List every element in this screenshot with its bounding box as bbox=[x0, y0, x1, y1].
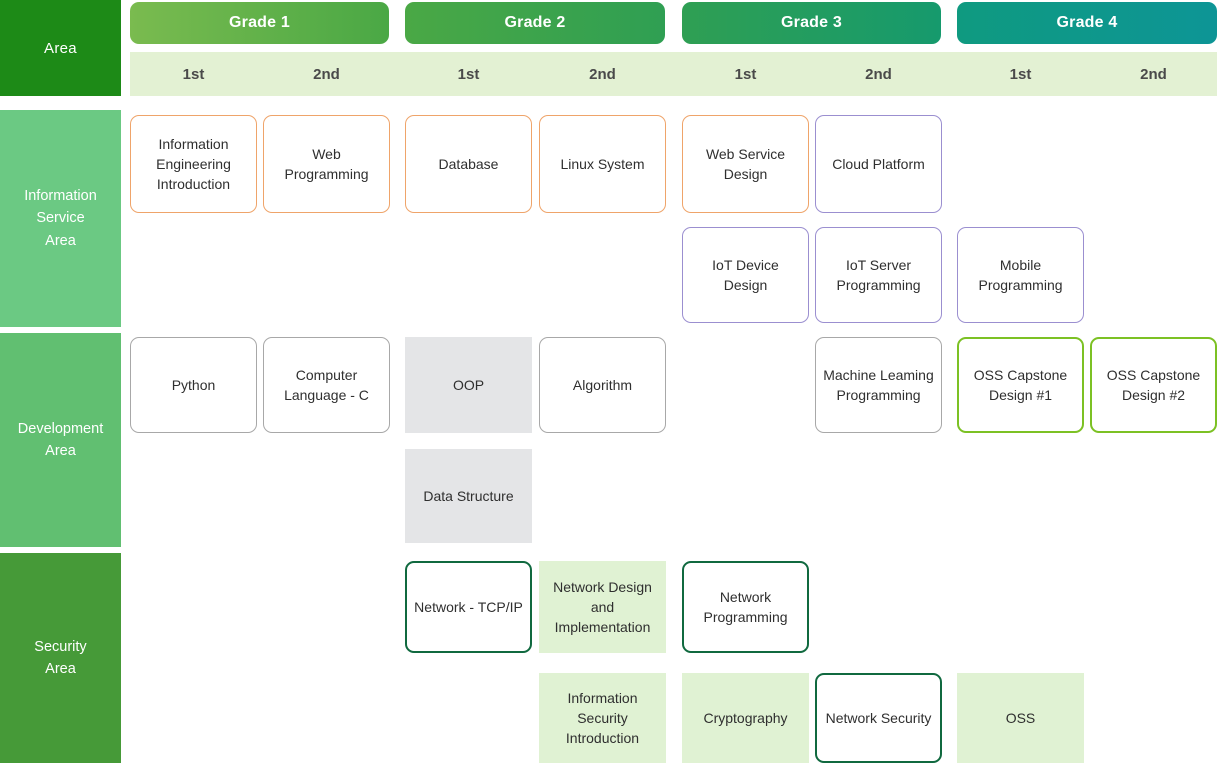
course-card[interactable]: Web Programming bbox=[263, 115, 390, 213]
course-card[interactable]: Network Security bbox=[815, 673, 942, 763]
course-card-label: IoT Server Programming bbox=[836, 256, 921, 293]
course-card[interactable]: OSS Capstone Design #1 bbox=[957, 337, 1084, 433]
course-card-label: Mobile Programming bbox=[978, 256, 1063, 293]
course-card-label: OOP bbox=[452, 376, 485, 393]
course-card[interactable]: OSS Capstone Design #2 bbox=[1090, 337, 1217, 433]
course-card-label: Computer Language - C bbox=[284, 366, 369, 403]
grade-header-1: Grade 1 bbox=[130, 2, 389, 44]
semester-cell-5: 2nd bbox=[865, 65, 892, 83]
grade-header-3: Grade 3 bbox=[682, 2, 941, 44]
course-card-label: Python bbox=[171, 376, 216, 393]
course-card-label: Network - TCP/IP bbox=[414, 598, 523, 615]
course-card[interactable]: Network Programming bbox=[682, 561, 809, 653]
course-card-label: IoT Device Design bbox=[712, 256, 779, 293]
semester-cell-1: 2nd bbox=[313, 65, 340, 83]
course-card[interactable]: Cloud Platform bbox=[815, 115, 942, 213]
area-header-cell: Area bbox=[0, 0, 121, 96]
semester-cell-2: 1st bbox=[457, 65, 480, 83]
semester-cell-0: 1st bbox=[182, 65, 205, 83]
course-card[interactable]: Mobile Programming bbox=[957, 227, 1084, 323]
course-card-label: Algorithm bbox=[572, 376, 633, 393]
course-card-label: OSS Capstone Design #2 bbox=[1106, 366, 1201, 403]
course-card[interactable]: Information Engineering Introduction bbox=[130, 115, 257, 213]
course-card-label: OSS bbox=[1005, 709, 1036, 726]
course-card[interactable]: OOP bbox=[405, 337, 532, 433]
course-card-label: Cryptography bbox=[703, 709, 788, 726]
course-card[interactable]: IoT Device Design bbox=[682, 227, 809, 323]
course-card[interactable]: Information Security Introduction bbox=[539, 673, 666, 763]
course-card-label: Web Programming bbox=[284, 145, 369, 182]
course-card[interactable]: Web Service Design bbox=[682, 115, 809, 213]
course-card-label: Network Design and Implementation bbox=[553, 578, 652, 636]
course-card-label: Network Security bbox=[825, 709, 932, 726]
semester-cell-3: 2nd bbox=[589, 65, 616, 83]
course-card-label: Information Engineering Introduction bbox=[156, 135, 231, 193]
course-card[interactable]: Cryptography bbox=[682, 673, 809, 763]
course-card[interactable]: Network - TCP/IP bbox=[405, 561, 532, 653]
course-card-label: Network Programming bbox=[703, 588, 788, 625]
grade-header-2: Grade 2 bbox=[405, 2, 665, 44]
course-card-label: Data Structure bbox=[423, 487, 514, 504]
course-card-label: Machine Leaming Programming bbox=[823, 366, 934, 403]
course-card-label: Cloud Platform bbox=[832, 155, 925, 172]
course-card[interactable]: Python bbox=[130, 337, 257, 433]
semester-cell-6: 1st bbox=[1009, 65, 1032, 83]
course-card[interactable]: Linux System bbox=[539, 115, 666, 213]
semester-cell-4: 1st bbox=[734, 65, 757, 83]
course-card[interactable]: Machine Leaming Programming bbox=[815, 337, 942, 433]
course-card[interactable]: Network Design and Implementation bbox=[539, 561, 666, 653]
course-card-label: Linux System bbox=[560, 155, 645, 172]
semester-cell-7: 2nd bbox=[1140, 65, 1167, 83]
course-card[interactable]: Algorithm bbox=[539, 337, 666, 433]
course-card[interactable]: Data Structure bbox=[405, 449, 532, 543]
course-card-label: Information Security Introduction bbox=[565, 689, 640, 747]
semester-strip: 1st 2nd 1st 2nd 1st 2nd 1st 2nd bbox=[130, 52, 1217, 96]
course-card[interactable]: OSS bbox=[957, 673, 1084, 763]
course-card-label: OSS Capstone Design #1 bbox=[973, 366, 1068, 403]
course-card-label: Database bbox=[438, 155, 499, 172]
course-card[interactable]: IoT Server Programming bbox=[815, 227, 942, 323]
grade-header-4: Grade 4 bbox=[957, 2, 1217, 44]
course-card[interactable]: Computer Language - C bbox=[263, 337, 390, 433]
course-card[interactable]: Database bbox=[405, 115, 532, 213]
course-card-label: Web Service Design bbox=[705, 145, 786, 182]
